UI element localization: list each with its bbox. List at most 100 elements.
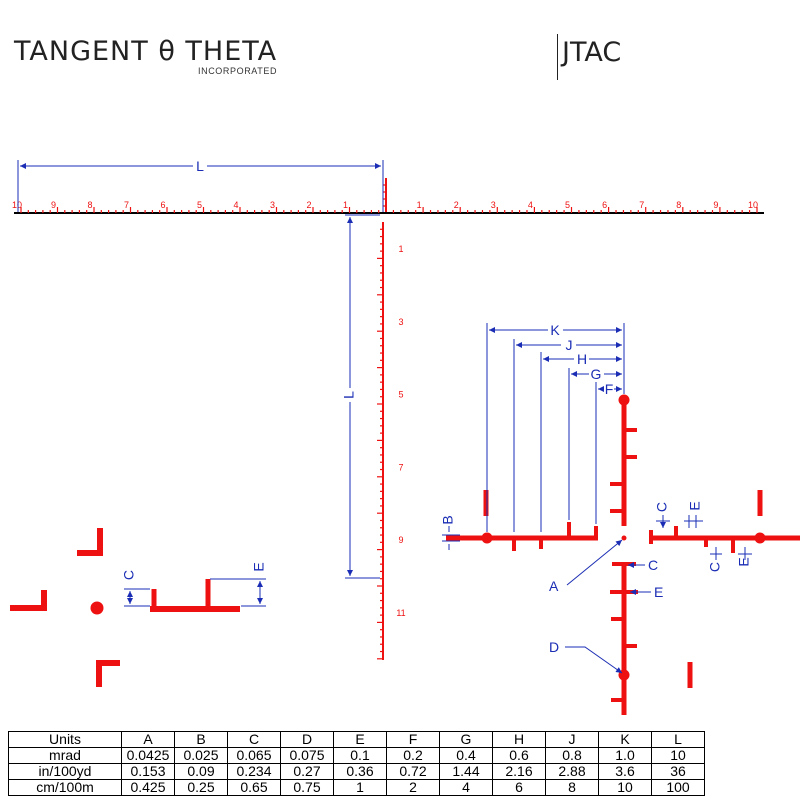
- table-cell: 0.27: [280, 763, 334, 780]
- dim-label-A: A: [549, 578, 559, 594]
- v-label: 5: [398, 390, 403, 400]
- table-cell: L: [651, 731, 705, 748]
- h-label-right: 1: [417, 200, 422, 210]
- dim-label-B: B: [440, 515, 456, 524]
- table-cell: 10: [651, 747, 705, 764]
- table-cell: 2.16: [492, 763, 546, 780]
- table-cell: E: [333, 731, 387, 748]
- table-cell: 0.72: [386, 763, 440, 780]
- left-detail: C E: [10, 528, 267, 687]
- table-cell: 0.234: [227, 763, 281, 780]
- left-center-dot: [90, 601, 104, 615]
- h-label-left: 5: [197, 200, 202, 210]
- dim-label-C-left: C: [121, 570, 137, 580]
- table-cell: 0.65: [227, 779, 281, 796]
- h-label-right: 4: [528, 200, 533, 210]
- dim-label-H: H: [577, 351, 587, 367]
- table-cell: 0.4: [439, 747, 493, 764]
- table-cell: J: [545, 731, 599, 748]
- h-label-left: 4: [233, 200, 238, 210]
- h-label-right: 7: [639, 200, 644, 210]
- h-label-right: 8: [676, 200, 681, 210]
- dim-label-J: J: [566, 337, 573, 353]
- h-label-right: 5: [565, 200, 570, 210]
- dim-label-L-vertical: L: [341, 391, 357, 399]
- horizontal-ticks: [20, 207, 758, 213]
- dim-label-K: K: [550, 322, 560, 338]
- table-cell: 2.88: [545, 763, 599, 780]
- table-cell: 10: [598, 779, 652, 796]
- table-cell: cm/100m: [8, 779, 122, 796]
- v-label: 11: [396, 608, 405, 618]
- table-cell: 3.6: [598, 763, 652, 780]
- h-label-left: 9: [51, 200, 56, 210]
- h-label-left: 8: [87, 200, 92, 210]
- dim-label-E-callout: E: [654, 584, 663, 600]
- dim-label-E-right-bottom: E: [736, 557, 752, 566]
- v-label: 9: [398, 535, 403, 545]
- h-label-left: 6: [160, 200, 165, 210]
- dim-label-E-right-top: E: [687, 501, 703, 510]
- h-label-left: 7: [124, 200, 129, 210]
- dim-label-F: F: [605, 381, 614, 397]
- table-cell: C: [227, 731, 281, 748]
- table-cell: 0.09: [174, 763, 228, 780]
- table-cell: G: [439, 731, 493, 748]
- table-cell: 1.44: [439, 763, 493, 780]
- v-label: 1: [398, 244, 403, 254]
- table-cell: 0.36: [333, 763, 387, 780]
- brand-name: TANGENT θ THETA: [14, 36, 278, 67]
- h-label-right: 3: [491, 200, 496, 210]
- dim-label-L: L: [196, 158, 204, 174]
- table-cell: B: [174, 731, 228, 748]
- h-label-left: 10: [12, 200, 22, 210]
- table-cell: 4: [439, 779, 493, 796]
- h-label-left: 3: [270, 200, 275, 210]
- table-cell: 0.153: [121, 763, 175, 780]
- table-cell: F: [386, 731, 440, 748]
- dim-label-C-callout: C: [648, 557, 658, 573]
- h-label-left: 2: [306, 200, 311, 210]
- table-cell: 8: [545, 779, 599, 796]
- dim-label-D: D: [549, 639, 559, 655]
- table-cell: mrad: [8, 747, 122, 764]
- brand-subtitle: INCORPORATED: [198, 66, 278, 76]
- brand-logo: TANGENT θ THETA INCORPORATED: [14, 36, 278, 76]
- table-cell: 0.2: [386, 747, 440, 764]
- vertical-ticks: [377, 184, 386, 660]
- table-cell: 0.025: [174, 747, 228, 764]
- dimension-L-horizontal: L: [17, 158, 384, 212]
- h-label-right: 6: [602, 200, 607, 210]
- table-cell: 36: [651, 763, 705, 780]
- table-cell: 0.1: [333, 747, 387, 764]
- table-cell: 0.075: [280, 747, 334, 764]
- dim-label-C-right-top: C: [654, 502, 670, 512]
- table-cell: H: [492, 731, 546, 748]
- h-label-right: 10: [748, 200, 758, 210]
- table-cell: 6: [492, 779, 546, 796]
- table-cell: 0.75: [280, 779, 334, 796]
- v-label: 3: [398, 317, 403, 327]
- horizontal-scale-labels: 1 2 3 4 5 6 7 8 9 10 10 9 8 7 6 5 4 3 2 1: [12, 200, 758, 210]
- table-cell: 100: [651, 779, 705, 796]
- table-cell: K: [598, 731, 652, 748]
- dim-label-C-right-bottom: C: [707, 562, 723, 572]
- h-label-left: 1: [343, 200, 348, 210]
- h-label-right: 9: [713, 200, 718, 210]
- table-cell: 1: [333, 779, 387, 796]
- dim-label-G: G: [591, 366, 602, 382]
- table-cell: 1.0: [598, 747, 652, 764]
- table-cell: 0.425: [121, 779, 175, 796]
- right-detail: K J H G F B C E C: [440, 322, 800, 715]
- h-label-right: 2: [454, 200, 459, 210]
- table-cell: A: [121, 731, 175, 748]
- table-cell: 2: [386, 779, 440, 796]
- table-cell: Units: [8, 731, 122, 748]
- title-divider: [557, 34, 558, 80]
